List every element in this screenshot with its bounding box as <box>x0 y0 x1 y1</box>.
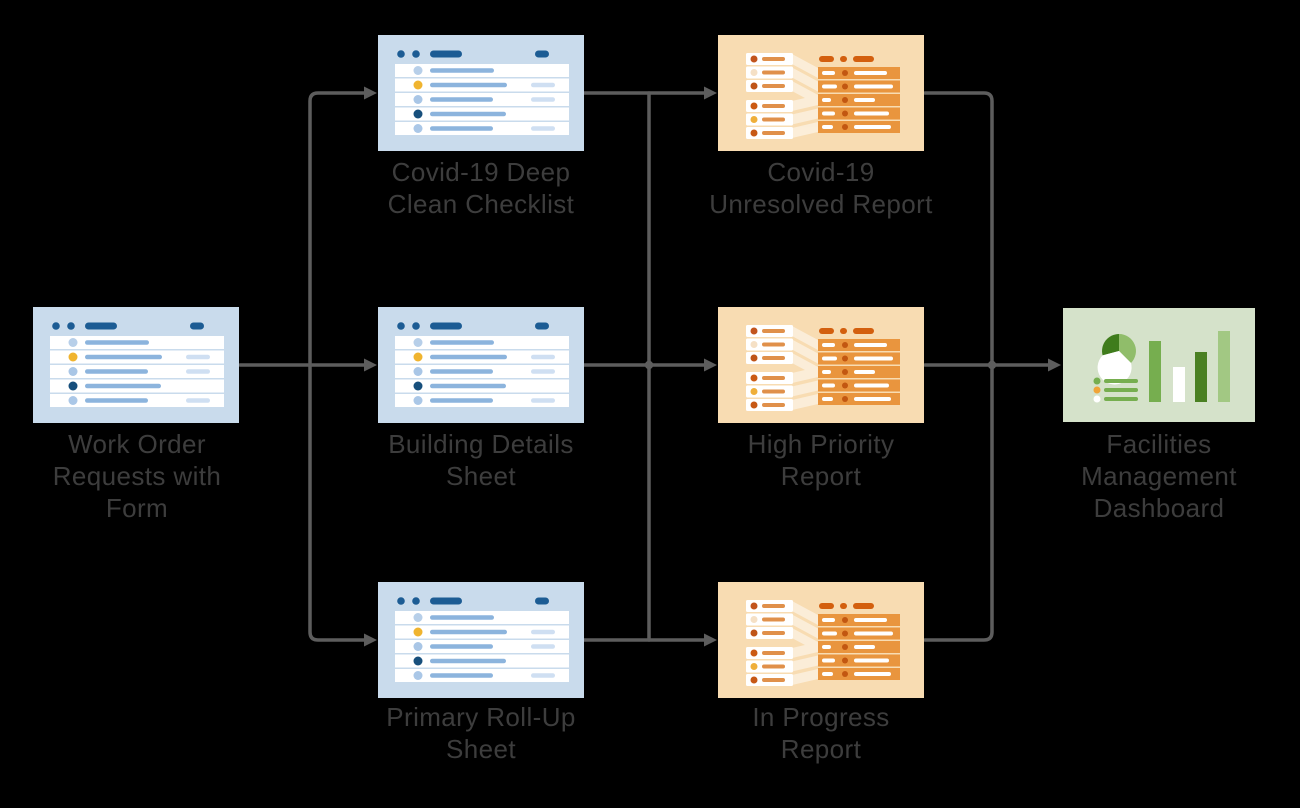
node-label-facilities-dashboard: Facilities Management Dashboard <box>1081 429 1237 523</box>
arrowhead <box>704 633 717 647</box>
node-work-order-requests <box>33 307 239 423</box>
arrowhead <box>364 86 377 100</box>
dashboard-icon <box>1063 308 1255 422</box>
node-in-progress-report <box>718 582 924 698</box>
spreadsheet-icon <box>33 307 239 423</box>
report-icon <box>718 307 924 423</box>
arrowhead <box>704 358 717 372</box>
node-label-high-priority-report: High Priority Report <box>747 429 895 491</box>
spreadsheet-icon <box>378 582 584 698</box>
spreadsheet-icon <box>378 307 584 423</box>
spreadsheet-icon <box>378 35 584 151</box>
node-covid-unresolved-report <box>718 35 924 151</box>
node-label-primary-roll-up-sheet: Primary Roll-Up Sheet <box>386 702 576 764</box>
node-facilities-dashboard <box>1063 308 1255 422</box>
arrowhead <box>704 86 717 100</box>
node-high-priority-report <box>718 307 924 423</box>
node-label-in-progress-report: In Progress Report <box>752 702 890 764</box>
node-label-covid-unresolved-report: Covid-19 Unresolved Report <box>709 157 933 219</box>
node-label-covid-deep-clean-checklist: Covid-19 Deep Clean Checklist <box>387 157 575 219</box>
arrowhead <box>364 358 377 372</box>
junction-dot <box>987 360 997 370</box>
node-primary-roll-up-sheet <box>378 582 584 698</box>
node-building-details-sheet <box>378 307 584 423</box>
report-icon <box>718 35 924 151</box>
arrowhead <box>1048 358 1061 372</box>
node-covid-deep-clean-checklist <box>378 35 584 151</box>
arrowhead <box>364 633 377 647</box>
node-label-work-order-requests: Work Order Requests with Form <box>52 429 222 523</box>
node-label-building-details-sheet: Building Details Sheet <box>388 429 574 491</box>
report-icon <box>718 582 924 698</box>
junction-dot <box>644 360 654 370</box>
connector-sheet-branch <box>308 91 366 642</box>
